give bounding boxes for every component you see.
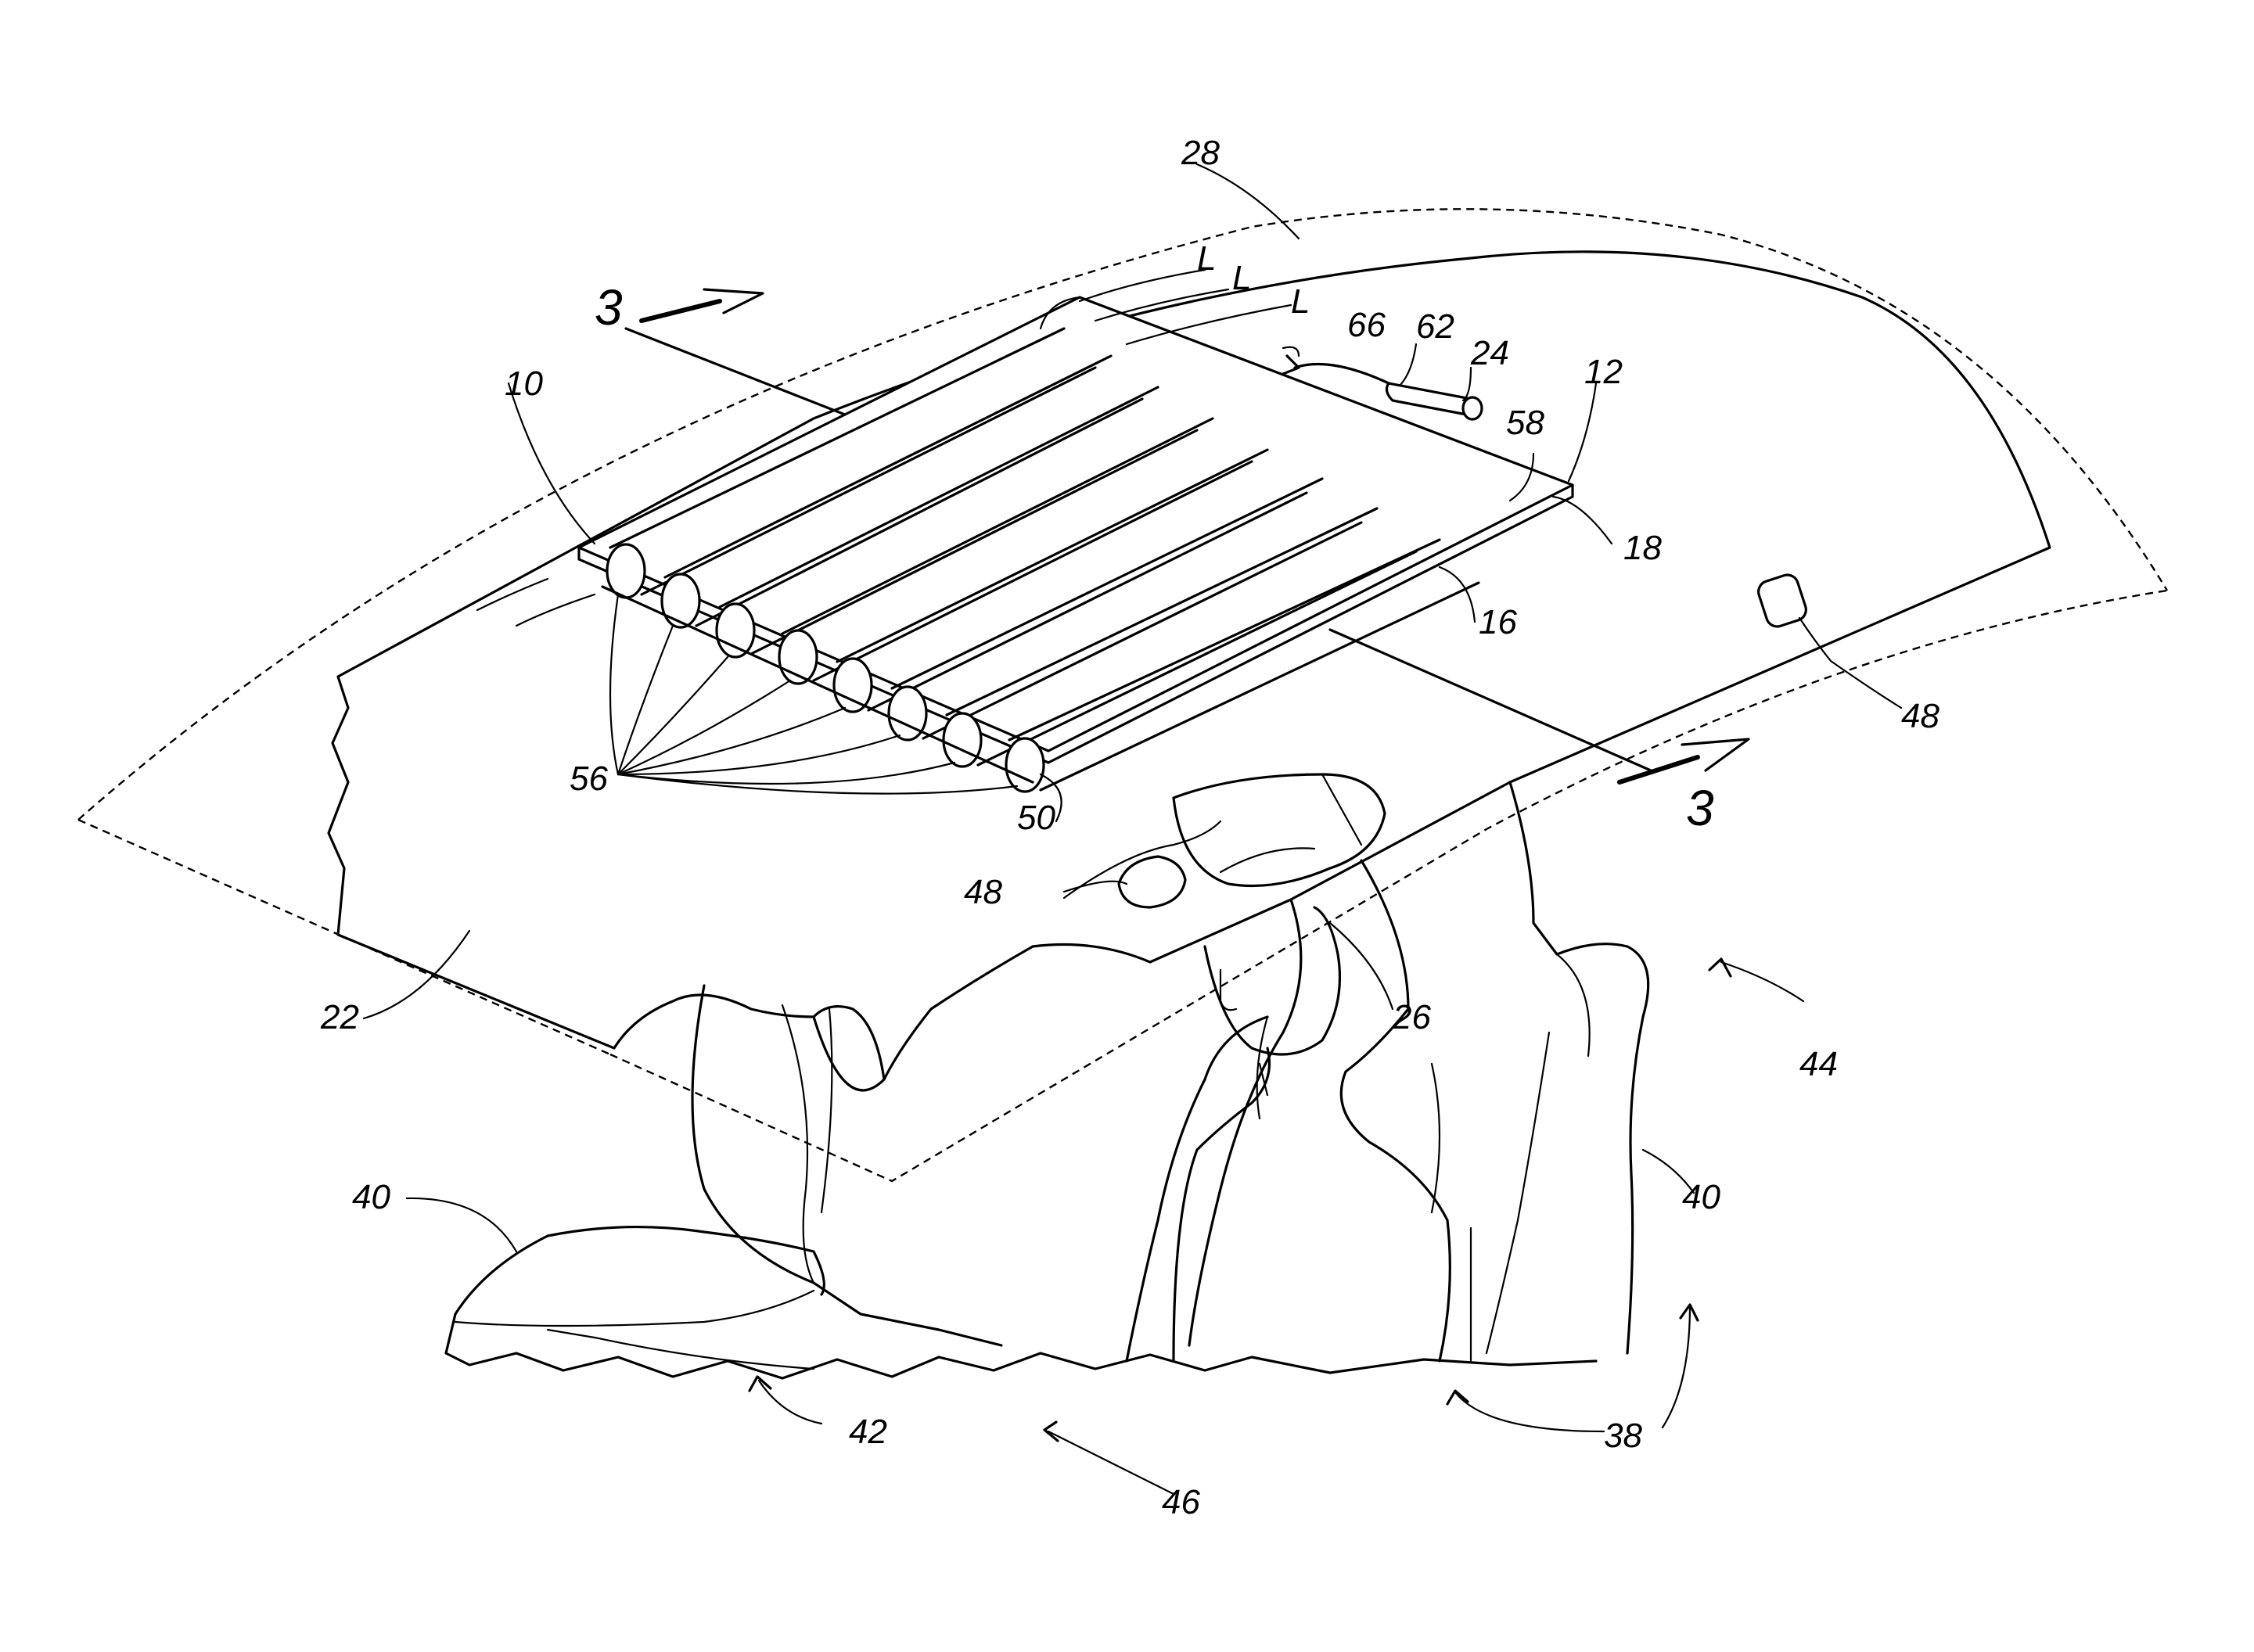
label-46: 46: [1162, 1483, 1200, 1521]
label-58: 58: [1506, 404, 1544, 442]
label-66: 66: [1347, 306, 1386, 344]
label-L2: L: [1232, 259, 1251, 297]
label-28: 28: [1181, 134, 1220, 172]
label-50: 50: [1017, 799, 1055, 837]
seat-40-left: [446, 986, 1596, 1378]
section-mark-right: 3: [1686, 780, 1714, 836]
label-44: 44: [1799, 1045, 1838, 1083]
label-24: 24: [1470, 334, 1509, 372]
label-16: 16: [1479, 603, 1517, 641]
label-48a: 48: [964, 873, 1002, 911]
label-10: 10: [505, 365, 543, 403]
airbag-panel-12: [579, 297, 1573, 763]
label-18: 18: [1623, 529, 1662, 567]
label-42: 42: [849, 1413, 887, 1451]
label-48b: 48: [1901, 697, 1939, 735]
label-40-left: 40: [352, 1178, 390, 1216]
label-22: 22: [320, 998, 359, 1036]
label-38: 38: [1604, 1417, 1642, 1455]
overhead-console-48: [1174, 774, 1385, 886]
label-26: 26: [1392, 998, 1431, 1036]
label-12: 12: [1584, 353, 1623, 391]
section-mark-left: 3: [595, 279, 623, 336]
label-40-right: 40: [1682, 1178, 1720, 1216]
label-62: 62: [1416, 307, 1454, 346]
label-56: 56: [570, 760, 608, 798]
inflator-24: [1386, 383, 1482, 419]
fill-tube-66: [1283, 356, 1389, 383]
dome-light-48a: [1119, 857, 1185, 907]
label-L1: L: [1197, 239, 1216, 278]
label-L3: L: [1291, 282, 1310, 321]
